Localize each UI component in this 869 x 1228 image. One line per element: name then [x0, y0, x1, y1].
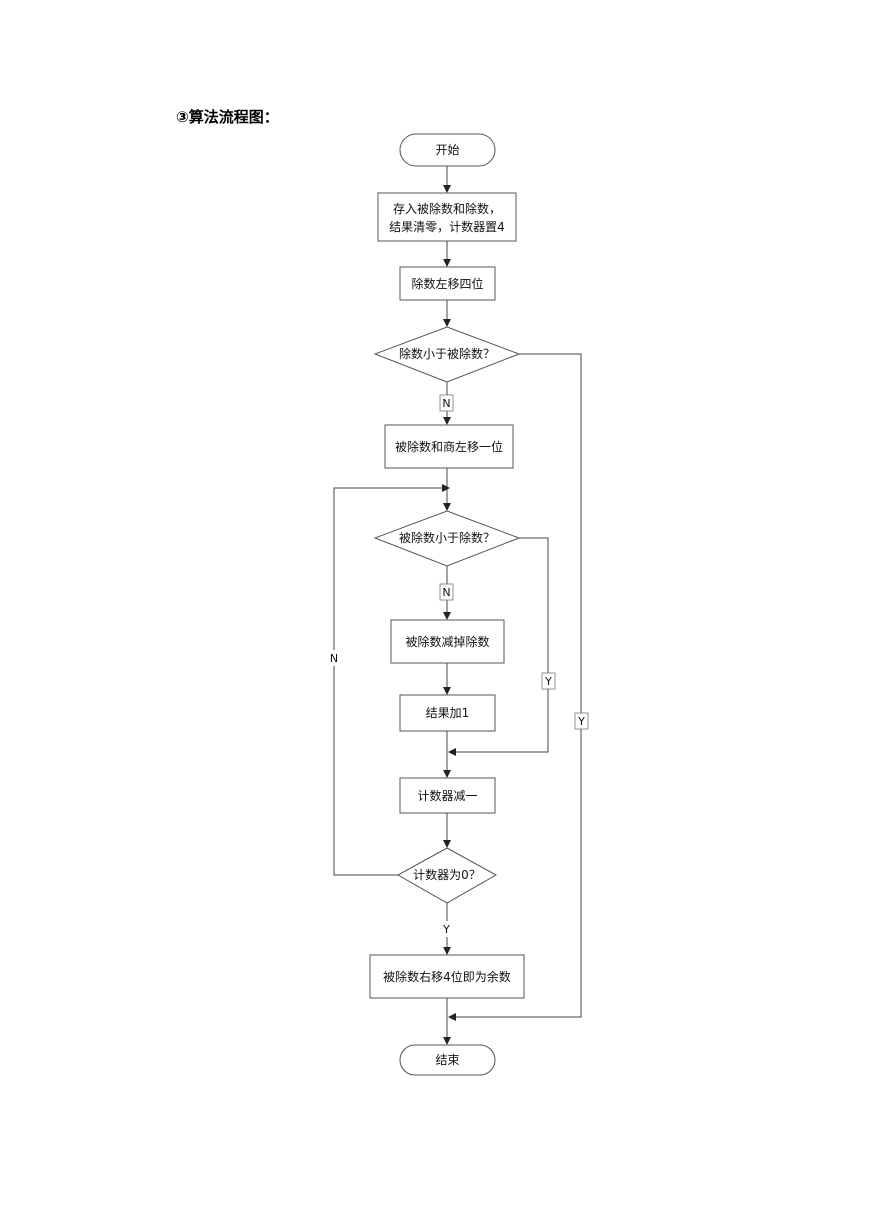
svg-text:除数左移四位: 除数左移四位 [411, 276, 483, 291]
result-inc-node: 结果加1 [399, 694, 496, 732]
edge-check1-yes-to-end [448, 353, 582, 1021]
counter-dec-node: 计数器减一 [399, 777, 496, 814]
svg-text:被除数减掉除数: 被除数减掉除数 [405, 634, 489, 649]
svg-text:结果加1: 结果加1 [426, 706, 470, 720]
edge-check3-no-loop [333, 484, 450, 876]
svg-text:N: N [442, 397, 450, 410]
edge-label-y-outer: Y [574, 712, 589, 730]
remainder-node: 被除数右移4位即为余数 [369, 954, 525, 999]
edge-label-n1: N [439, 394, 454, 412]
start-node: 开始 [399, 133, 496, 167]
edge-label-n2: N [439, 583, 454, 601]
edge-label-loop-n: N [327, 650, 341, 666]
svg-text:被除数右移4位即为余数: 被除数右移4位即为余数 [383, 969, 511, 984]
svg-text:存入被除数和除数，: 存入被除数和除数， [393, 201, 501, 216]
check-dividend-less-node: 被除数小于除数？ [373, 510, 521, 567]
svg-text:Y: Y [577, 715, 585, 728]
svg-text:结果清零，计数器置4: 结果清零，计数器置4 [389, 219, 505, 234]
shift-divisor-node: 除数左移四位 [399, 266, 496, 301]
svg-text:计数器为0？: 计数器为0？ [413, 867, 481, 882]
check-counter-zero-node: 计数器为0？ [396, 847, 498, 904]
svg-text:Y: Y [544, 675, 552, 688]
svg-text:N: N [442, 586, 450, 599]
svg-text:Y: Y [442, 923, 450, 936]
end-node: 结束 [399, 1044, 496, 1076]
svg-text:被除数和商左移一位: 被除数和商左移一位 [395, 439, 503, 454]
svg-text:结束: 结束 [435, 1053, 459, 1067]
svg-text:计数器减一: 计数器减一 [417, 788, 477, 803]
init-node: 存入被除数和除数， 结果清零，计数器置4 [377, 192, 517, 242]
shift-dividend-quotient-node: 被除数和商左移一位 [384, 424, 514, 469]
edge-check2-yes-to-join [448, 537, 549, 756]
svg-text:开始: 开始 [435, 143, 459, 157]
svg-text:N: N [330, 652, 338, 665]
check-divisor-less-node: 除数小于被除数？ [373, 326, 521, 383]
svg-text:被除数小于除数？: 被除数小于除数？ [399, 530, 495, 545]
edge-label-y-counter: Y [440, 921, 453, 937]
svg-text:除数小于被除数？: 除数小于被除数？ [399, 346, 495, 361]
subtract-node: 被除数减掉除数 [390, 619, 505, 664]
page-heading: ③算法流程图： [176, 108, 279, 126]
edge-label-y-inner: Y [541, 672, 556, 690]
